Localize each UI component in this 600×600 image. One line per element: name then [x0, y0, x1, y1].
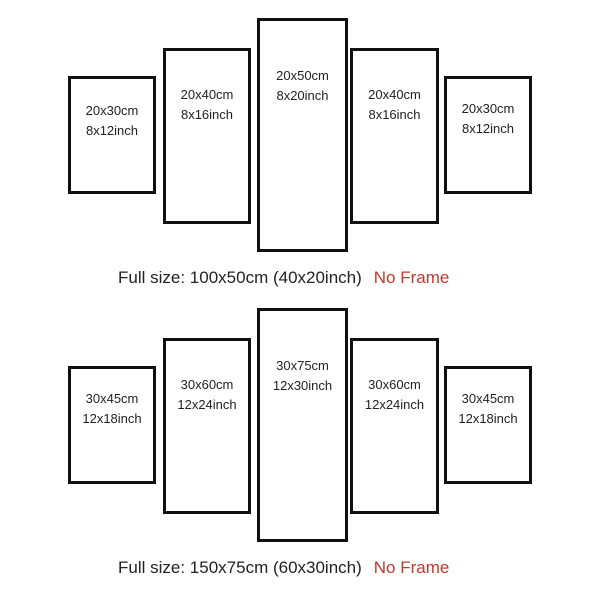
panel-inch-label: 8x16inch	[180, 107, 234, 122]
panel-inch-label: 8x12inch	[85, 123, 139, 138]
panel-cm-label: 20x30cm	[85, 103, 139, 118]
panel-inch-label: 12x24inch	[364, 397, 425, 412]
full-size-caption: Full size: 150x75cm (60x30inch) No Frame	[118, 558, 449, 578]
panel-cm-label: 30x45cm	[85, 391, 139, 406]
panel-2-3: 30x75cm 12x30inch	[257, 308, 348, 542]
panel-cm-label: 30x60cm	[180, 377, 234, 392]
panel-1-1: 20x30cm 8x12inch	[68, 76, 156, 194]
panel-cm-label: 20x50cm	[276, 68, 329, 83]
panel-1-3: 20x50cm 8x20inch	[257, 18, 348, 252]
no-frame-note: No Frame	[373, 558, 450, 577]
panel-inch-label: 8x20inch	[276, 88, 329, 103]
panel-inch-label: 12x18inch	[458, 411, 518, 426]
panel-inch-label: 12x24inch	[177, 397, 237, 412]
panel-inch-label: 12x30inch	[272, 378, 333, 393]
panel-1-4: 20x40cm 8x16inch	[350, 48, 439, 224]
panel-cm-label: 30x45cm	[461, 391, 515, 406]
full-size-text: Full size: 150x75cm (60x30inch)	[118, 558, 362, 577]
panel-cm-label: 20x30cm	[461, 101, 515, 116]
full-size-text: Full size: 100x50cm (40x20inch)	[118, 268, 362, 287]
panel-2-4: 30x60cm 12x24inch	[350, 338, 439, 514]
panel-inch-label: 8x16inch	[368, 107, 421, 122]
panel-inch-label: 8x12inch	[461, 121, 515, 136]
panel-1-2: 20x40cm 8x16inch	[163, 48, 251, 224]
panel-2-5: 30x45cm 12x18inch	[444, 366, 532, 484]
no-frame-note: No Frame	[373, 268, 450, 287]
panel-1-5: 20x30cm 8x12inch	[444, 76, 532, 194]
panel-cm-label: 20x40cm	[368, 87, 421, 102]
panel-cm-label: 20x40cm	[180, 87, 234, 102]
panel-cm-label: 30x75cm	[276, 358, 329, 373]
panel-2-1: 30x45cm 12x18inch	[68, 366, 156, 484]
full-size-caption: Full size: 100x50cm (40x20inch) No Frame	[118, 268, 449, 288]
panel-inch-label: 12x18inch	[82, 411, 142, 426]
panel-2-2: 30x60cm 12x24inch	[163, 338, 251, 514]
panel-cm-label: 30x60cm	[368, 377, 421, 392]
